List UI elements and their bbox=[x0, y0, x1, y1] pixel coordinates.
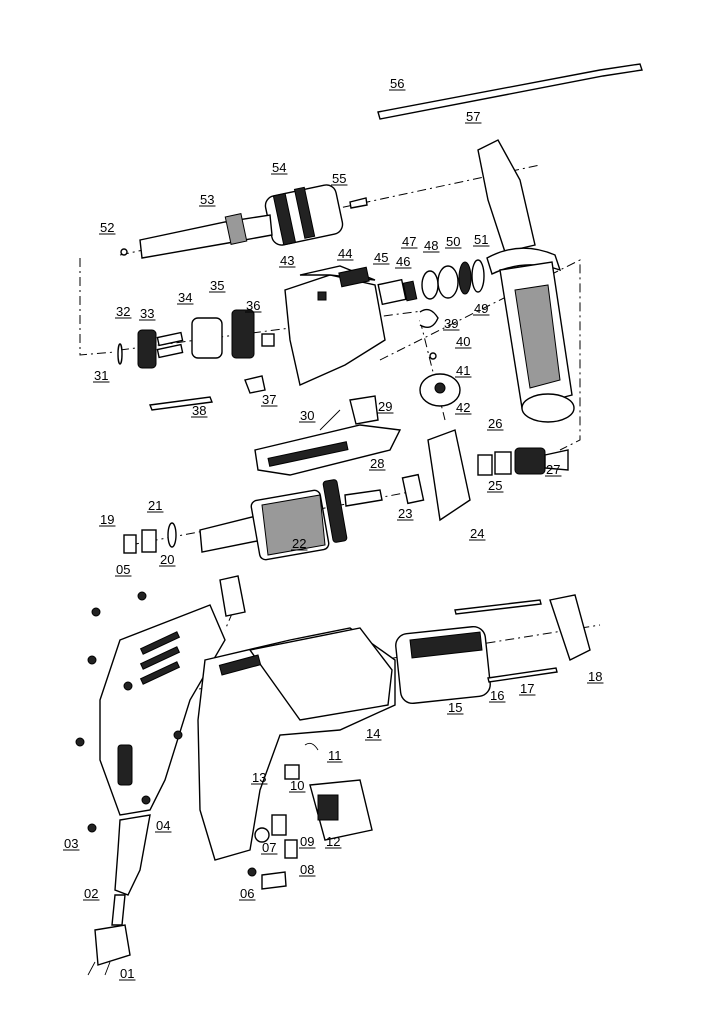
callout-label-47: 47 bbox=[402, 234, 416, 249]
callout-label-18: 18 bbox=[588, 669, 602, 684]
circlip-part bbox=[419, 308, 439, 328]
callout-label-24: 24 bbox=[470, 526, 484, 541]
callout-label-52: 52 bbox=[100, 220, 114, 235]
callout-label-51: 51 bbox=[474, 232, 488, 247]
callout-label-21: 21 bbox=[148, 498, 162, 513]
callout-label-40: 40 bbox=[456, 334, 470, 349]
callout-label-23: 23 bbox=[398, 506, 412, 521]
callout-label-29: 29 bbox=[378, 399, 392, 414]
callout-label-46: 46 bbox=[396, 254, 410, 269]
ball-part bbox=[120, 248, 128, 256]
callout-label-17: 17 bbox=[520, 681, 534, 696]
o-ring-part bbox=[429, 352, 437, 360]
cable-and-plug-parts bbox=[87, 814, 151, 976]
callout-label-57: 57 bbox=[466, 109, 480, 124]
housing-right-part bbox=[197, 627, 396, 861]
callout-label-15: 15 bbox=[448, 700, 462, 715]
callout-label-09: 09 bbox=[300, 834, 314, 849]
callout-label-07: 07 bbox=[262, 840, 276, 855]
callout-label-36: 36 bbox=[246, 298, 260, 313]
callout-label-44: 44 bbox=[338, 246, 352, 261]
callout-label-19: 19 bbox=[100, 512, 114, 527]
gear-housing-part bbox=[284, 265, 386, 386]
callout-label-37: 37 bbox=[262, 392, 276, 407]
housing-left-part bbox=[99, 604, 226, 816]
callout-label-35: 35 bbox=[210, 278, 224, 293]
spindle-part bbox=[139, 213, 273, 259]
washer-part bbox=[421, 270, 439, 300]
screw-parts bbox=[75, 591, 257, 877]
spring-part bbox=[338, 266, 370, 288]
callout-label-11: 11 bbox=[328, 748, 342, 763]
callout-label-54: 54 bbox=[272, 160, 286, 175]
callout-label-50: 50 bbox=[446, 234, 460, 249]
clamp-part bbox=[219, 575, 246, 617]
callout-label-16: 16 bbox=[490, 688, 504, 703]
callout-label-38: 38 bbox=[192, 403, 206, 418]
callout-label-45: 45 bbox=[374, 250, 388, 265]
callout-label-26: 26 bbox=[488, 416, 502, 431]
bearing-part bbox=[377, 278, 407, 306]
gear-ring-part bbox=[402, 280, 418, 302]
callout-label-42: 42 bbox=[456, 400, 470, 415]
callout-label-49: 49 bbox=[474, 301, 488, 316]
callout-label-12: 12 bbox=[326, 834, 340, 849]
callout-labels: 01 02 03 04 05 06 07 08 09 10 11 12 13 14 15 16 17 18 19 20… bbox=[63, 76, 604, 981]
callout-label-22: 22 bbox=[292, 536, 306, 551]
screws-and-brush-cover-parts bbox=[454, 594, 591, 683]
callout-label-33: 33 bbox=[140, 306, 154, 321]
callout-label-25: 25 bbox=[488, 478, 502, 493]
callout-label-31: 31 bbox=[94, 368, 108, 383]
chuck-screw-part bbox=[349, 197, 368, 209]
side-rod-part bbox=[377, 63, 643, 120]
shift-knob-part bbox=[419, 373, 461, 407]
retainer-part bbox=[471, 259, 485, 293]
callout-label-20: 20 bbox=[160, 552, 174, 567]
callout-label-27: 27 bbox=[546, 462, 560, 477]
gear-train-parts bbox=[117, 309, 275, 411]
chuck-part bbox=[264, 184, 344, 246]
callout-label-02: 02 bbox=[84, 886, 98, 901]
switch-and-small-parts bbox=[254, 742, 373, 890]
callout-label-48: 48 bbox=[424, 238, 438, 253]
callout-label-30: 30 bbox=[300, 408, 314, 423]
callout-label-41: 41 bbox=[456, 363, 470, 378]
callout-label-08: 08 bbox=[300, 862, 314, 877]
callout-label-05: 05 bbox=[116, 562, 130, 577]
bearing-plate-parts bbox=[427, 429, 569, 522]
callout-label-28: 28 bbox=[370, 456, 384, 471]
callout-label-10: 10 bbox=[290, 778, 304, 793]
callout-label-04: 04 bbox=[156, 818, 170, 833]
callout-label-56: 56 bbox=[390, 76, 404, 91]
callout-label-03: 03 bbox=[64, 836, 78, 851]
callout-label-01: 01 bbox=[120, 966, 134, 981]
callout-label-39: 39 bbox=[444, 316, 458, 331]
auxiliary-handle-part bbox=[477, 139, 575, 423]
callout-label-06: 06 bbox=[240, 886, 254, 901]
callout-label-13: 13 bbox=[252, 770, 266, 785]
switch-lever-parts bbox=[254, 395, 402, 476]
callout-label-14: 14 bbox=[366, 726, 380, 741]
callout-label-43: 43 bbox=[280, 253, 294, 268]
callout-label-32: 32 bbox=[116, 304, 130, 319]
seal-part bbox=[458, 261, 472, 295]
callout-label-53: 53 bbox=[200, 192, 214, 207]
bearing-ring-part bbox=[437, 265, 459, 299]
callout-label-55: 55 bbox=[332, 171, 346, 186]
callout-label-34: 34 bbox=[178, 290, 192, 305]
field-coil-part bbox=[395, 625, 491, 705]
armature-part bbox=[123, 473, 425, 561]
